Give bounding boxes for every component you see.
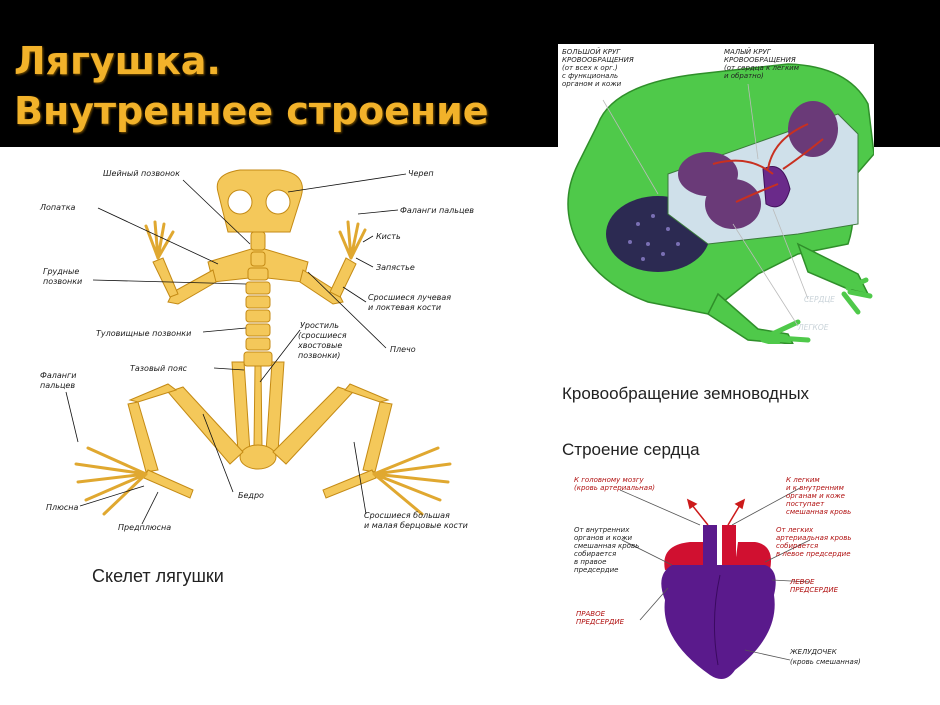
circulation-labels: БОЛЬШОЙ КРУГ КРОВООБРАЩЕНИЯ (от всех к о… — [562, 47, 835, 332]
label-to-body-1: К головному мозгу — [574, 476, 645, 484]
label-to-lungs-4: поступает — [786, 500, 825, 508]
label-left-atrium-1: ЛЕВОЕ — [789, 578, 815, 586]
label-urostyle-2: (сросшиеся — [298, 331, 347, 340]
title-line-2: Внутреннее строение — [14, 89, 489, 133]
label-shoulder: Плечо — [390, 345, 416, 354]
label-from-organs-6: предсердие — [574, 566, 618, 574]
label-fused-tibia-1: Сросшиеся большая — [364, 511, 450, 520]
label-heart: СЕРДЦЕ — [804, 295, 835, 304]
label-urostyle-1: Уростиль — [300, 321, 339, 330]
heart-arrows — [686, 498, 746, 526]
label-from-lungs-2: артериальная кровь — [776, 534, 852, 542]
label-trunk: Туловищные позвонки — [96, 329, 191, 338]
label-thoracic-2: позвонки — [43, 277, 82, 286]
label-to-lungs-3: органам и коже — [786, 492, 845, 500]
label-to-lungs-2: и к внутренним — [786, 484, 845, 492]
label-ventricle-2: (кровь смешанная) — [790, 658, 861, 666]
heart-shape — [661, 525, 776, 679]
label-left-atrium-2: ПРЕДСЕРДИЕ — [790, 586, 839, 594]
label-fused-radius-2: и локтевая кости — [368, 303, 441, 312]
title-line-1: Лягушка. — [14, 39, 221, 83]
label-from-lungs-1: От легких — [776, 526, 814, 534]
label-to-lungs-1: К легким — [786, 476, 820, 484]
label-tarsus: Плюсна — [46, 503, 78, 512]
label-big-3: (от всех к орг.) — [562, 64, 618, 72]
skeleton-caption: Скелет лягушки — [92, 566, 224, 586]
label-cervical: Шейный позвонок — [103, 169, 180, 178]
circulation-caption: Кровообращение земноводных — [562, 384, 810, 403]
label-skull: Череп — [408, 169, 434, 178]
heart-figure: К головному мозгу (кровь артериальная) К… — [574, 476, 861, 679]
circulation-figure: БОЛЬШОЙ КРУГ КРОВООБРАЩЕНИЯ (от всех к о… — [558, 44, 874, 344]
label-small-1: МАЛЫЙ КРУГ — [724, 47, 772, 56]
label-right-atrium-2: ПРЕДСЕРДИЕ — [576, 618, 625, 626]
label-small-2: КРОВООБРАЩЕНИЯ — [724, 56, 796, 64]
label-toe-phalanges-2: пальцев — [40, 381, 75, 390]
label-from-lungs-4: в левое предсердие — [776, 550, 851, 558]
label-from-organs-3: смешанная кровь — [574, 542, 639, 550]
label-fused-tibia-2: и малая берцовые кости — [364, 521, 468, 530]
label-pelvic: Тазовый пояс — [130, 364, 188, 373]
label-from-organs-1: От внутренних — [574, 526, 630, 534]
label-lung: ЛЕГКОЕ — [797, 323, 829, 332]
label-right-atrium-1: ПРАВОЕ — [576, 610, 606, 618]
label-from-organs-5: в правое — [574, 558, 606, 566]
slide-title: Лягушка. Внутреннее строение — [14, 36, 489, 136]
label-fused-radius-1: Сросшиеся лучевая — [368, 293, 451, 302]
heart-leader-lines — [619, 487, 811, 661]
heart-labels: К головному мозгу (кровь артериальная) К… — [574, 476, 861, 666]
label-urostyle-4: позвонки) — [298, 351, 340, 360]
label-ventricle-1: ЖЕЛУДОЧЕК — [789, 648, 838, 656]
heart-caption: Строение сердца — [562, 440, 700, 459]
label-big-5: органом и кожи — [562, 80, 622, 88]
liver-dots — [628, 214, 690, 261]
label-from-lungs-3: собирается — [776, 542, 818, 550]
label-toe-phalanges-1: Фаланги — [40, 371, 76, 380]
label-finger-phalanges: Фаланги пальцев — [400, 206, 474, 215]
label-thoracic-1: Грудные — [43, 267, 79, 276]
lung-upper — [788, 101, 838, 157]
label-to-body-2: (кровь артериальная) — [574, 484, 655, 492]
label-small-3: (от сердца к легким — [724, 64, 800, 72]
label-small-4: и обратно) — [724, 72, 764, 80]
label-femur: Бедро — [238, 491, 264, 500]
circulation-leader-lines — [602, 83, 809, 327]
frog-toes — [760, 277, 873, 344]
lung-right — [705, 179, 761, 229]
label-big-1: БОЛЬШОЙ КРУГ — [562, 47, 621, 56]
label-from-organs-2: органов и кожи — [574, 534, 632, 542]
skeleton-labels: Шейный позвонок Череп Лопатка Фаланги па… — [39, 169, 474, 532]
label-from-organs-4: собирается — [574, 550, 616, 558]
label-hand: Кисть — [376, 232, 401, 241]
label-pretarsus: Предплюсна — [118, 523, 171, 532]
label-scapula: Лопатка — [39, 203, 76, 212]
label-urostyle-3: хвостовые — [297, 341, 342, 350]
vessels — [712, 123, 824, 203]
label-to-lungs-5: смешанная кровь — [786, 508, 851, 516]
label-wrist: Запястье — [376, 263, 415, 272]
frog-skeleton-figure: Шейный позвонок Череп Лопатка Фаланги па… — [39, 169, 474, 532]
label-big-4: с функциональ — [562, 72, 618, 80]
skeleton-leader-lines — [65, 173, 407, 525]
label-big-2: КРОВООБРАЩЕНИЯ — [562, 56, 634, 64]
skeleton-fingers — [74, 220, 452, 516]
heart-small — [762, 166, 791, 208]
skeleton-bones — [127, 169, 393, 499]
